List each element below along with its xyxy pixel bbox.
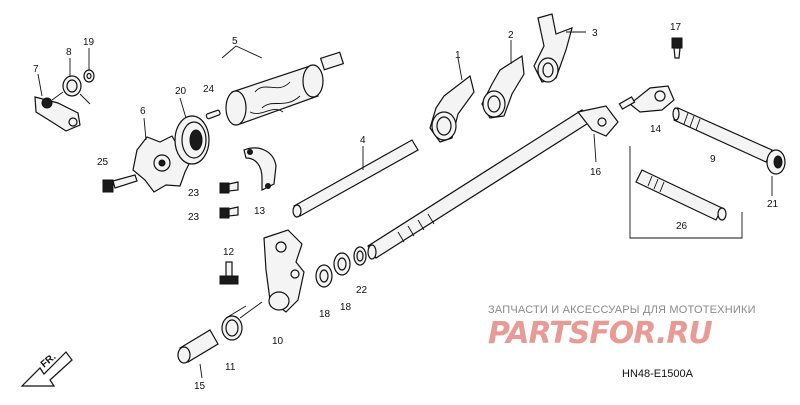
label-part-8: 8 <box>66 47 72 58</box>
guide-plate-13 <box>243 147 277 191</box>
rod-26 <box>635 169 727 221</box>
label-part-13: 13 <box>254 206 266 217</box>
diagram-code: HN48-E1500A <box>622 368 693 380</box>
shift-spindle-16 <box>367 105 619 260</box>
washer-19 <box>83 69 95 83</box>
label-part-26: 26 <box>676 221 688 232</box>
joint-14 <box>618 85 675 113</box>
spring-11 <box>221 301 263 341</box>
label-part-5: 5 <box>232 36 238 47</box>
label-part-25: 25 <box>97 157 109 168</box>
label-part-20: 20 <box>175 86 187 97</box>
label-part-12: 12 <box>223 247 235 258</box>
shift-arm-10 <box>263 229 305 313</box>
washer-18a <box>315 264 333 288</box>
bolt-23b <box>219 206 239 219</box>
fork-shaft-4 <box>292 139 419 218</box>
washer-18b <box>333 252 351 276</box>
spring-8 <box>51 75 91 105</box>
label-part-22: 22 <box>356 285 368 296</box>
label-part-2: 2 <box>508 30 514 41</box>
bolt-25 <box>102 174 138 193</box>
label-part-10: 10 <box>272 336 284 347</box>
rod-9 <box>672 107 773 163</box>
direction-arrow-icon <box>20 351 73 387</box>
label-part-23b: 23 <box>188 212 200 223</box>
shift-fork-1 <box>429 74 475 143</box>
shift-fork-2 <box>481 54 525 119</box>
label-part-24: 24 <box>203 84 215 95</box>
label-part-11: 11 <box>225 362 236 373</box>
stopper-arm <box>34 96 81 132</box>
label-part-17: 17 <box>670 22 682 33</box>
bolt-23a <box>219 181 239 194</box>
label-part-7: 7 <box>33 64 39 75</box>
label-part-15: 15 <box>194 381 206 392</box>
label-part-21: 21 <box>767 199 779 210</box>
pin-24 <box>205 109 221 120</box>
shift-fork-3 <box>533 13 573 83</box>
label-part-18a: 18 <box>319 309 331 320</box>
label-part-6: 6 <box>140 106 146 117</box>
boot-21 <box>766 149 786 175</box>
label-part-23a: 23 <box>188 188 200 199</box>
watermark-tagline: ЗАПЧАСТИ И АКСЕССУАРЫ ДЛЯ МОТОТЕХНИКИ <box>488 304 756 316</box>
label-part-4: 4 <box>360 135 366 146</box>
shaft-end-15 <box>177 329 219 364</box>
oil-seal-20 <box>174 115 210 165</box>
bolt-17 <box>671 37 683 59</box>
label-part-9: 9 <box>710 154 716 165</box>
label-part-18b: 18 <box>340 302 352 313</box>
watermark-logo: PARTSFOR.RU <box>488 316 713 351</box>
label-part-14: 14 <box>650 124 662 135</box>
bolt-12 <box>219 261 239 285</box>
label-part-1: 1 <box>455 50 461 61</box>
label-part-19: 19 <box>83 37 95 48</box>
shift-drum <box>225 51 345 126</box>
label-part-16: 16 <box>590 167 602 178</box>
clip-22 <box>353 246 367 266</box>
label-part-3: 3 <box>592 28 598 39</box>
part-labels: 1 2 3 4 5 6 7 8 9 10 11 12 13 14 15 16 1… <box>33 22 779 392</box>
